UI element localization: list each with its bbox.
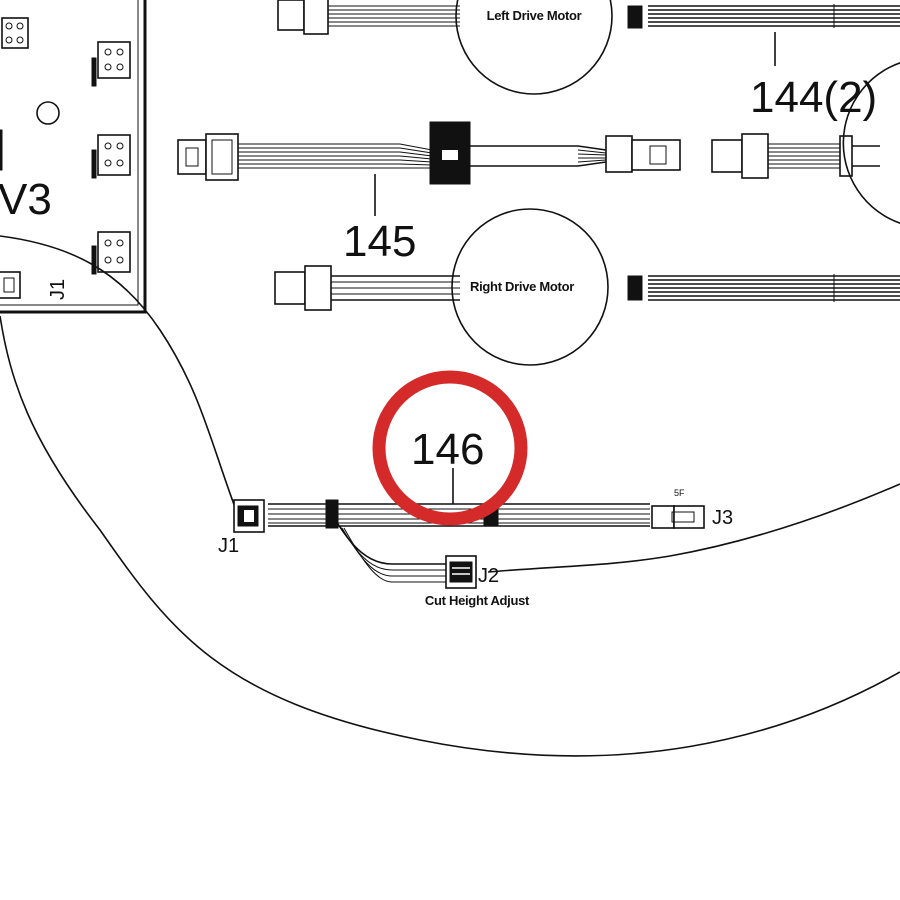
part-146-label: 146 xyxy=(411,425,484,474)
board-j1-label: J1 xyxy=(47,279,69,300)
part-145-label: 145 xyxy=(343,217,416,266)
wire-144-top: 144(2) xyxy=(627,4,900,122)
j2-label: J2 xyxy=(478,565,499,587)
harness-146: J1 J2 Cut Height Adjust 5F J3 146 xyxy=(218,425,733,608)
j1-connector xyxy=(233,499,265,533)
harness-145: 145 xyxy=(177,121,681,266)
j3-tag-label: 5F xyxy=(674,488,685,498)
part-144-label: 144(2) xyxy=(750,73,877,122)
j2-connector xyxy=(445,555,477,589)
right-drive-motor: Right Drive Motor xyxy=(274,208,900,366)
right-motor-label: Right Drive Motor xyxy=(470,279,574,294)
left-motor-label: Left Drive Motor xyxy=(487,8,582,23)
j3-connector xyxy=(651,505,705,529)
highlight-circle xyxy=(372,370,528,526)
j1-label: J1 xyxy=(218,535,239,557)
controller-board: V3 J1 xyxy=(0,0,147,314)
j3-label: J3 xyxy=(712,507,733,529)
board-connector xyxy=(97,41,131,79)
board-connector xyxy=(97,134,131,176)
board-label-fragment: V3 xyxy=(0,175,52,224)
board-connector xyxy=(97,231,131,273)
wire-144-right xyxy=(711,62,900,224)
routing-wires xyxy=(0,235,900,757)
cut-height-adjust-label: Cut Height Adjust xyxy=(425,593,530,608)
left-drive-motor: Left Drive Motor xyxy=(277,0,613,98)
